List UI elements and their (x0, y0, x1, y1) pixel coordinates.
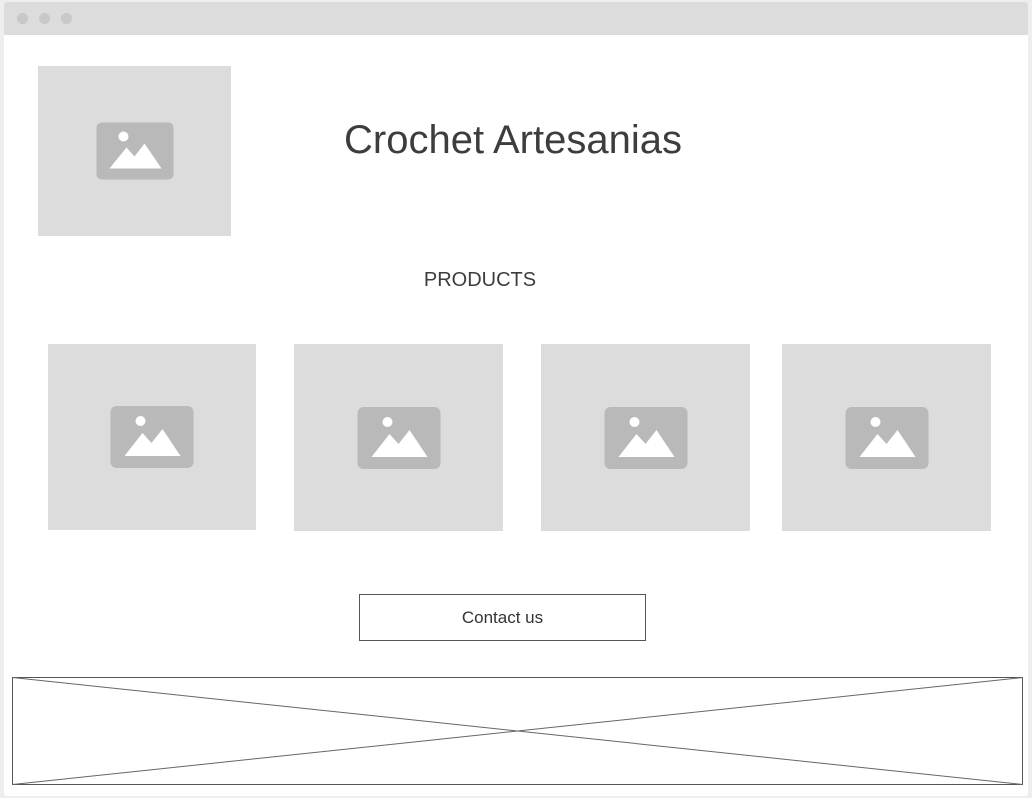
window-dot-close[interactable] (17, 13, 28, 24)
product-image-2[interactable] (294, 344, 503, 531)
window-titlebar (4, 2, 1028, 35)
image-placeholder-icon (604, 406, 687, 469)
image-placeholder-icon (110, 406, 194, 468)
footer-banner-placeholder (12, 677, 1023, 785)
product-image-4[interactable] (782, 344, 991, 531)
window-dot-maximize[interactable] (61, 13, 72, 24)
window-dot-minimize[interactable] (39, 13, 50, 24)
image-placeholder-icon (845, 406, 928, 469)
contact-us-button[interactable]: Contact us (359, 594, 646, 641)
product-image-1[interactable] (48, 344, 256, 530)
logo-image (38, 66, 231, 236)
products-heading: PRODUCTS (423, 269, 537, 291)
site-title: Crochet Artesanias (344, 118, 682, 162)
product-image-3[interactable] (541, 344, 750, 531)
image-placeholder-icon (357, 406, 440, 469)
browser-window: Crochet Artesanias PRODUCTS Contact us (4, 2, 1028, 796)
image-placeholder-icon (96, 122, 173, 180)
